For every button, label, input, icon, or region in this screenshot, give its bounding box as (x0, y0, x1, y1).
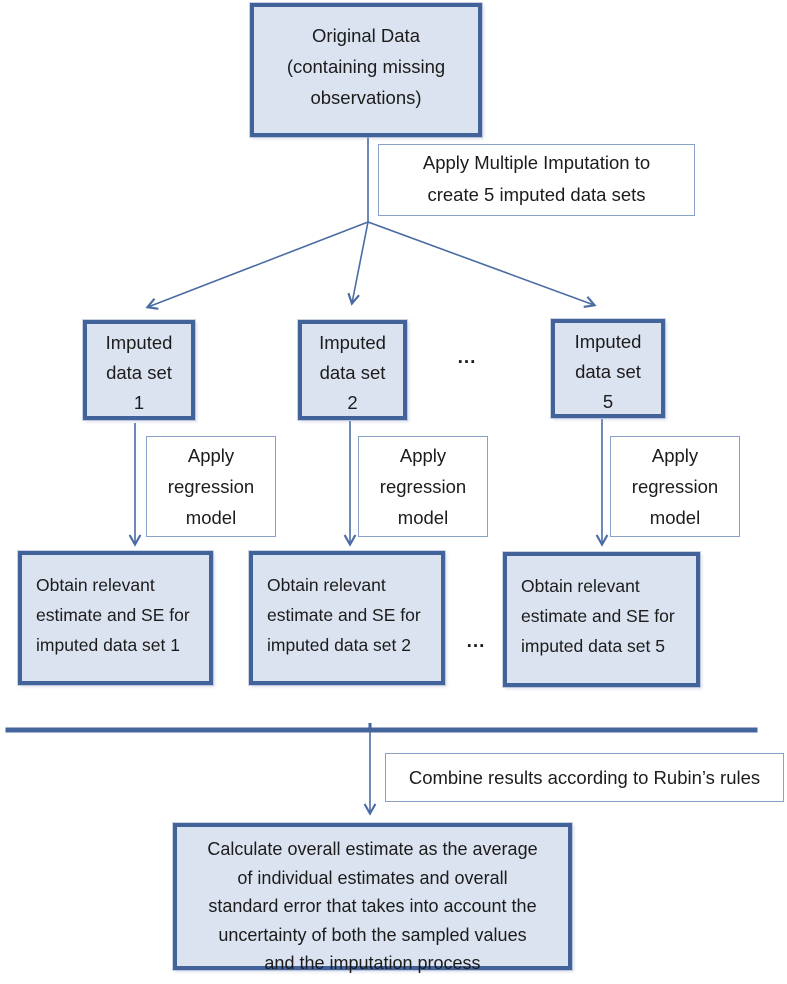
multiple-imputation-label-box: Apply Multiple Imputation to create 5 im… (378, 144, 695, 216)
imputed-dataset-2-line: Imputed (319, 332, 386, 353)
regression-label-1-box: Apply regression model (146, 436, 276, 537)
imputed-dataset-1-line: data set (106, 362, 172, 383)
ellipsis-imputed-row: ... (457, 347, 477, 368)
overall-estimate-line: and the imputation process (264, 953, 481, 973)
regression-label-2-line: regression (379, 476, 467, 497)
regression-label-5-line: model (649, 507, 701, 528)
regression-label-2-line: Apply (399, 445, 447, 466)
combine-rubins-rules-label: Combine results according to Rubin’s rul… (408, 766, 761, 788)
fanout-arrow-2 (347, 221, 369, 306)
regression-label-2-line: model (397, 507, 449, 528)
overall-estimate-line: Calculate overall estimate as the averag… (207, 839, 538, 859)
obtain-estimate-5-line: imputed data set 5 (521, 636, 665, 656)
obtain-estimate-1-line: imputed data set 1 (36, 635, 180, 655)
multiple-imputation-label-line: create 5 imputed data sets (427, 184, 646, 205)
imputed-dataset-1-box: Imputed data set 1 (83, 320, 195, 420)
combine-rubins-rules-label-box: Combine results according to Rubin’s rul… (385, 753, 784, 802)
imputed-dataset-2-box: Imputed data set 2 (298, 320, 407, 420)
imputed-dataset-1-line: Imputed (105, 332, 173, 353)
overall-estimate-line: uncertainty of both the sampled values (218, 924, 527, 945)
regression-label-2-box: Apply regression model (358, 436, 488, 537)
regression-label-5-line: regression (631, 476, 719, 497)
imputed-dataset-5-box: Imputed data set 5 (551, 319, 665, 418)
ellipsis-obtain-row: ... (466, 631, 486, 652)
obtain-estimate-1-line: Obtain relevant (36, 575, 155, 595)
regression-label-1-line: regression (167, 476, 255, 497)
regression-label-1-line: Apply (187, 445, 235, 466)
imputed-dataset-5-line: data set (575, 361, 641, 382)
regression-label-5-line: Apply (651, 445, 699, 466)
original-data-line: (containing missing (286, 56, 446, 77)
imputed-dataset-2-line: data set (319, 362, 386, 383)
overall-estimate-box: Calculate overall estimate as the averag… (173, 823, 572, 973)
obtain-estimate-1-box: Obtain relevant estimate and SE for impu… (18, 551, 213, 685)
regression-label-5-box: Apply regression model (610, 436, 740, 537)
regression-label-1-line: model (185, 507, 237, 528)
original-data-box: Original Data (containing missing observ… (250, 3, 482, 137)
original-data-line: Original Data (312, 25, 420, 46)
obtain-estimate-2-box: Obtain relevant estimate and SE for impu… (249, 551, 445, 685)
imputed-dataset-1-line: 1 (133, 392, 145, 413)
obtain-estimate-5-box: Obtain relevant estimate and SE for impu… (503, 552, 700, 687)
multiple-imputation-label-line: Apply Multiple Imputation to (422, 152, 651, 173)
imputed-dataset-2-line: 2 (347, 392, 358, 413)
obtain-estimate-2-line: Obtain relevant (267, 575, 386, 595)
fanout-arrow-5 (367, 221, 597, 309)
fanout-arrow-1 (145, 221, 369, 310)
overall-estimate-line: of individual estimates and overall (237, 867, 508, 888)
overall-estimate-line: standard error that takes into account t… (208, 896, 537, 916)
imputed-dataset-5-line: Imputed (574, 331, 642, 352)
obtain-estimate-5-line: Obtain relevant (521, 576, 640, 596)
obtain-estimate-2-line: estimate and SE for (267, 605, 421, 625)
obtain-estimate-5-line: estimate and SE for (521, 606, 675, 626)
obtain-estimate-2-line: imputed data set 2 (267, 635, 411, 655)
original-data-line: observations) (310, 87, 422, 108)
imputed-dataset-5-line: 5 (602, 391, 614, 412)
obtain-estimate-1-line: estimate and SE for (36, 605, 190, 625)
